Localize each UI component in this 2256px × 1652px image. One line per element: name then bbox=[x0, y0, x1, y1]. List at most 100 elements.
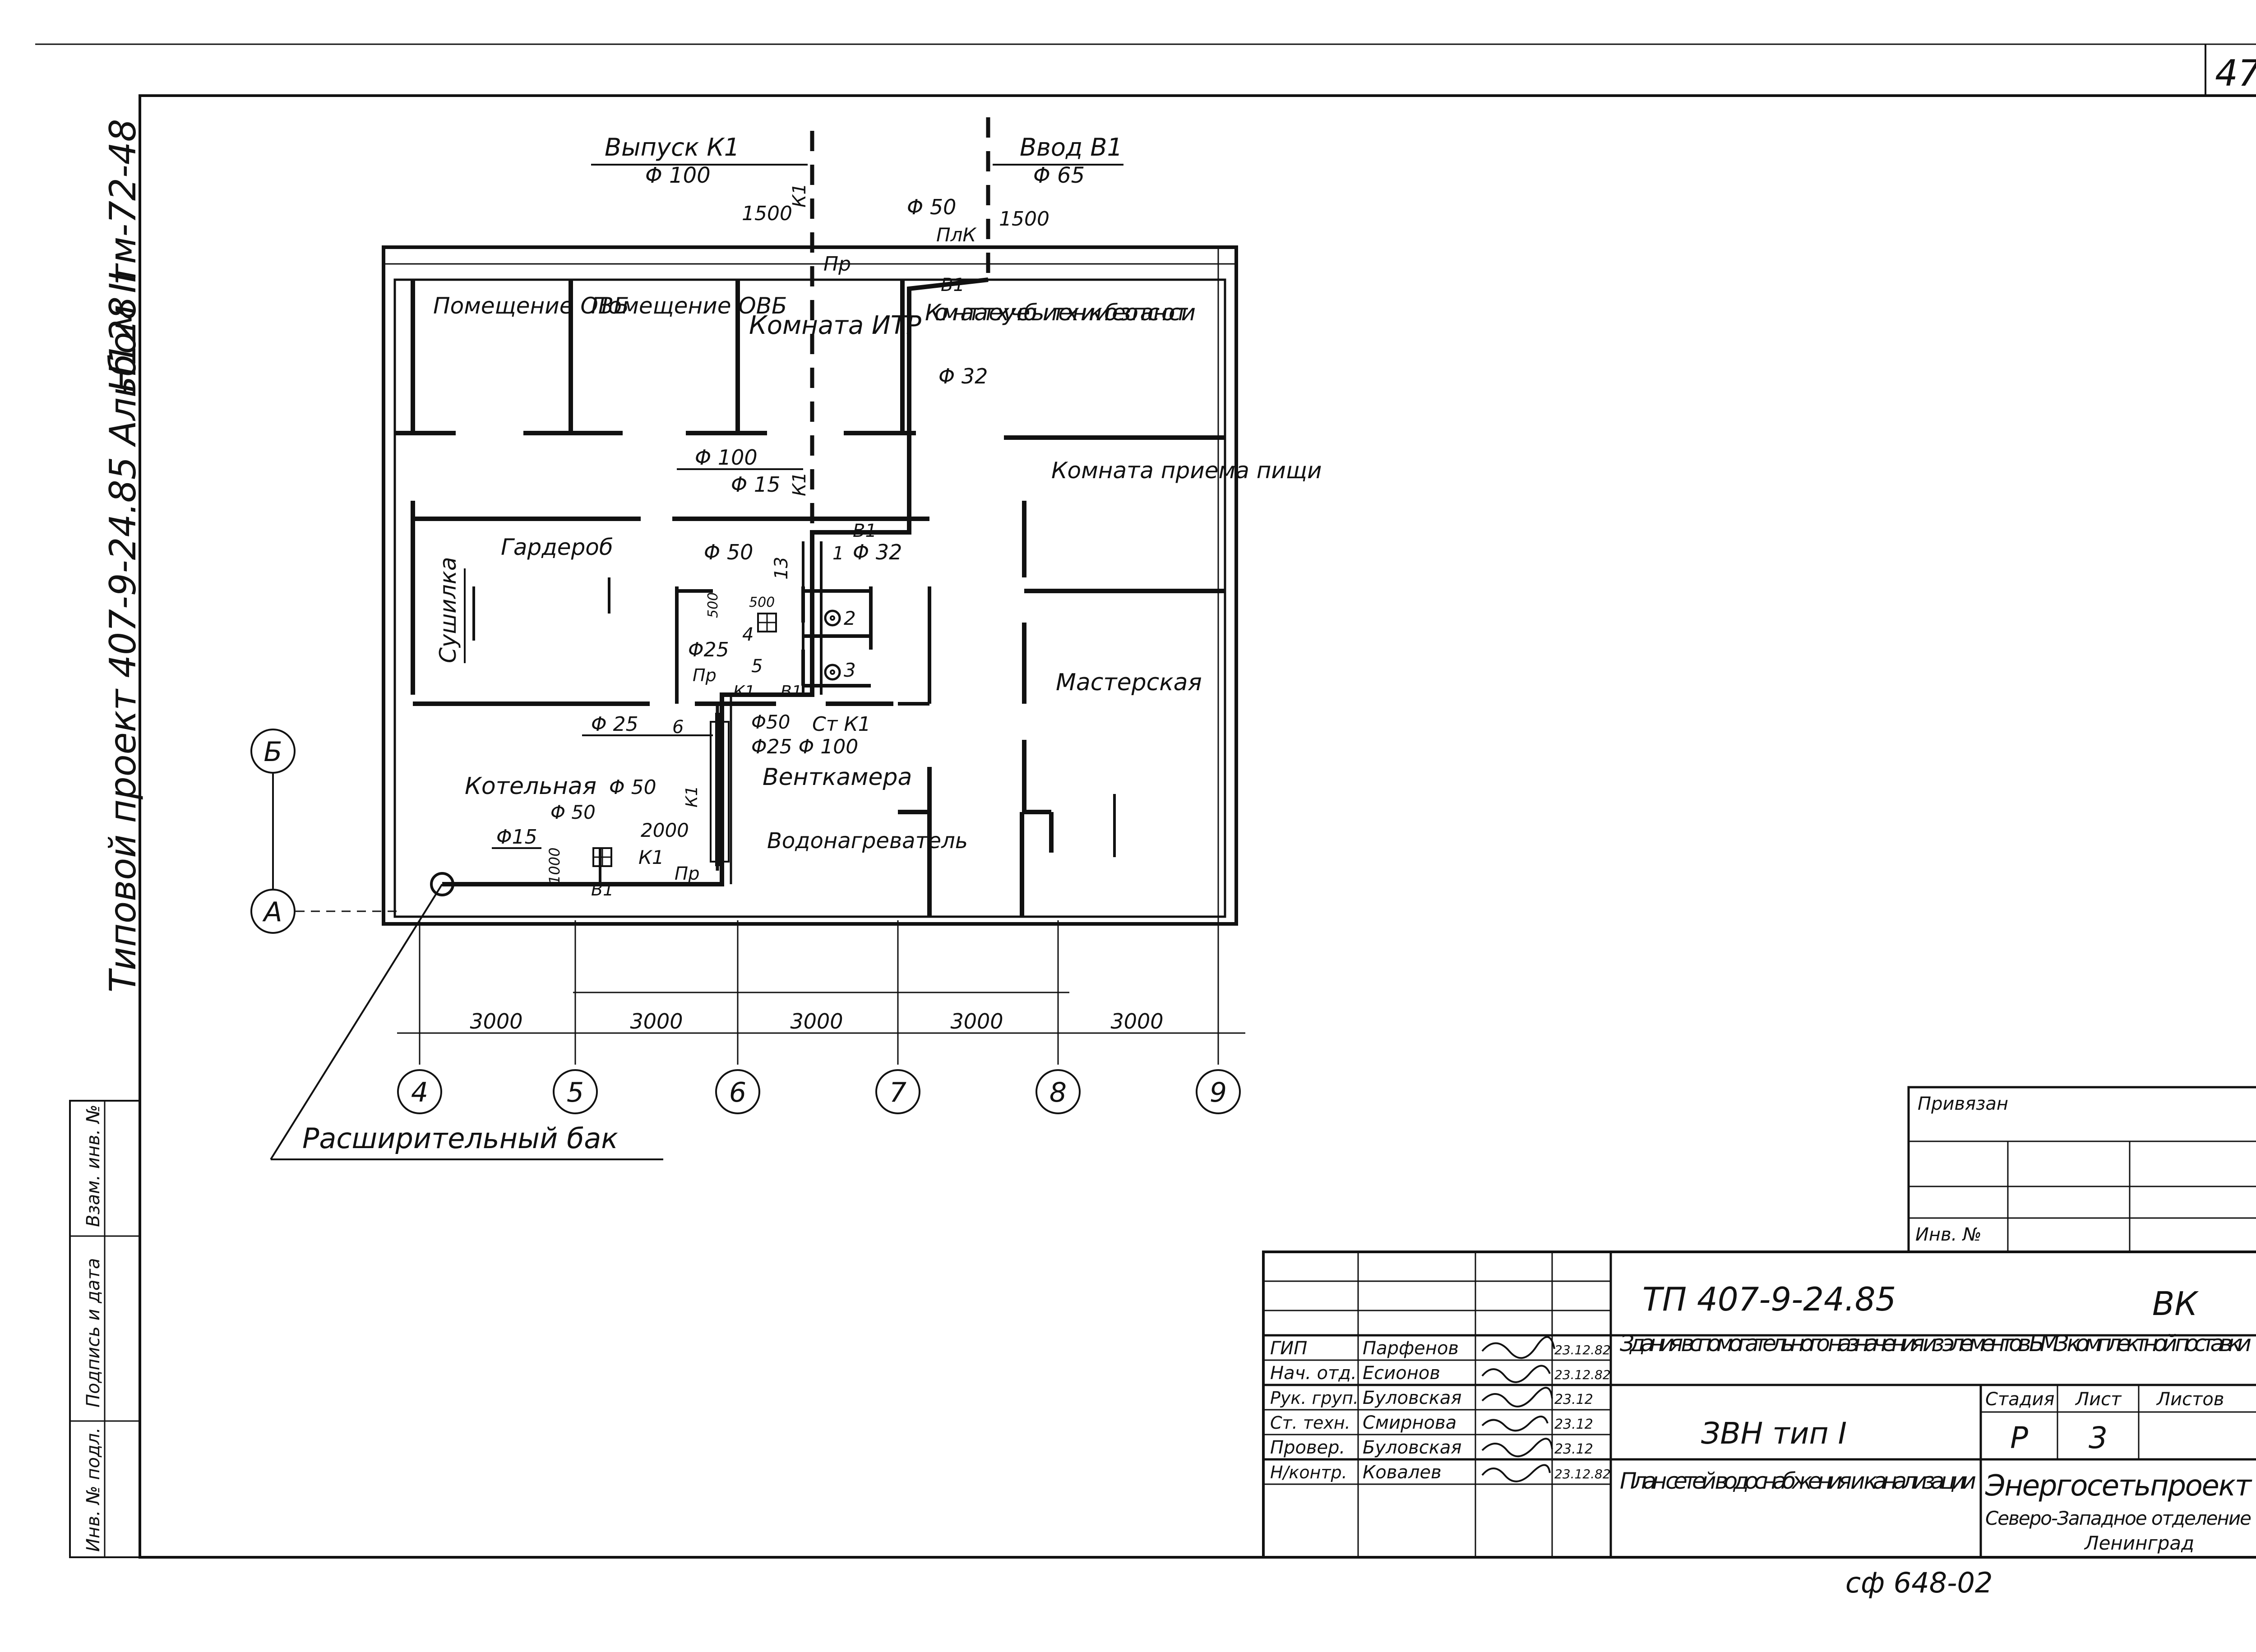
dim-span-5: 3000 bbox=[1110, 1009, 1163, 1034]
axis-bubble-a bbox=[250, 889, 296, 934]
tb-stage: Р bbox=[2010, 1421, 2028, 1455]
label-k1-mid: К1 bbox=[789, 472, 810, 496]
room-workshop: Мастерская bbox=[1056, 669, 1202, 696]
label-d50-core: Φ 50 bbox=[704, 540, 753, 564]
washbasin-2 bbox=[824, 609, 841, 627]
person-name: Парфенов bbox=[1363, 1338, 1459, 1359]
room-itr: Комната ИТР bbox=[749, 311, 921, 340]
person-name: Буловская bbox=[1363, 1437, 1461, 1458]
label-n5: 5 bbox=[751, 656, 763, 677]
label-n13: 13 bbox=[771, 557, 792, 580]
axis-label-4: 4 bbox=[411, 1077, 428, 1108]
person-role: ГИП bbox=[1270, 1338, 1307, 1359]
axis-label-7: 7 bbox=[889, 1077, 906, 1108]
tb-org-branch: Северо-Западное отделение bbox=[1985, 1507, 2251, 1529]
person-role: Н/контр. bbox=[1270, 1463, 1347, 1482]
label-st-k1: Ст К1 bbox=[812, 713, 871, 736]
axis-label-a: А bbox=[262, 896, 282, 928]
outlet-dia: Φ 100 bbox=[645, 163, 711, 188]
tb-stage-label: Стадия bbox=[1985, 1389, 2054, 1410]
label-pr-top: Пр bbox=[823, 253, 851, 276]
label-d50-top: Φ 50 bbox=[907, 195, 956, 219]
person-name: Ковалев bbox=[1363, 1462, 1442, 1483]
inlet-dia: Φ 65 bbox=[1033, 163, 1085, 188]
axis-bubble-6 bbox=[715, 1069, 760, 1114]
axis-grid bbox=[250, 729, 1245, 1114]
dim-span-3: 3000 bbox=[790, 1009, 843, 1034]
tb-drawing-title: План сетей водоснабжения и канализации bbox=[1620, 1468, 1976, 1494]
title-block-grid bbox=[1262, 1251, 2256, 1559]
stamp-signature-date: Подпись и дата bbox=[83, 1258, 104, 1407]
tb-sheets-label: Листов bbox=[2156, 1389, 2224, 1410]
tb-sheet: 3 bbox=[2089, 1421, 2108, 1455]
tb-mark: ВК bbox=[2152, 1285, 2199, 1323]
room-dryer: Сушилка bbox=[435, 557, 461, 663]
tb-object: ЗВН тип I bbox=[1701, 1416, 1847, 1451]
water-b1-main bbox=[442, 277, 989, 886]
label-pr-boiler: Пр bbox=[675, 863, 699, 884]
person-date: 23.12 bbox=[1554, 1441, 1593, 1457]
tb-code: ТП 407-9-24.85 bbox=[1642, 1280, 1896, 1318]
room-wardrobe: Гардероб bbox=[501, 534, 613, 560]
label-k1-top: К1 bbox=[789, 183, 810, 208]
dim-1500-sewer: 1500 bbox=[742, 202, 792, 225]
room-ovb-2: Помещение ОВБ bbox=[591, 293, 787, 319]
label-n2: 2 bbox=[844, 607, 856, 629]
personnel-table: ГИП Парфенов 23.12.82 Нач. отд. Есионов … bbox=[1270, 1338, 1611, 1483]
label-dim500-a: 500 bbox=[749, 595, 775, 610]
axis-bubble-7 bbox=[875, 1069, 920, 1114]
label-d15-mid: Φ 15 bbox=[731, 472, 780, 497]
axis-bubble-9 bbox=[1196, 1069, 1241, 1114]
axis-label-5: 5 bbox=[567, 1077, 584, 1108]
person-date: 23.12 bbox=[1554, 1417, 1593, 1432]
person-name: Есионов bbox=[1363, 1363, 1440, 1384]
room-ovb-1: Помещение ОВБ bbox=[433, 293, 629, 319]
label-k1-vert: К1 bbox=[683, 786, 701, 808]
dim-1500-water: 1500 bbox=[999, 208, 1049, 231]
side-stamp bbox=[69, 1100, 141, 1558]
dim-span-2: 3000 bbox=[630, 1009, 683, 1034]
expansion-tank-leader bbox=[270, 883, 663, 1160]
person-date: 23.12.82 bbox=[1554, 1343, 1611, 1357]
room-ventchamber: Венткамера bbox=[763, 764, 912, 791]
pipe-network bbox=[442, 117, 990, 886]
label-n3: 3 bbox=[844, 659, 856, 681]
label-d50-st: Φ50 bbox=[751, 711, 791, 733]
inlet-label: Ввод В1 bbox=[1020, 133, 1123, 162]
person-role: Рук. груп. bbox=[1270, 1388, 1359, 1408]
label-d15-boiler: Φ15 bbox=[496, 826, 537, 849]
person-role: Нач. отд. bbox=[1270, 1363, 1357, 1384]
label-plk: ПлК bbox=[936, 224, 977, 246]
label-n1: 1 bbox=[832, 543, 844, 564]
axis-bubble-4 bbox=[397, 1069, 442, 1114]
person-role: Ст. техн. bbox=[1270, 1413, 1350, 1433]
side-project-title: Типовой проект 407-9-24.85 Альбом II bbox=[102, 272, 144, 992]
water-heater bbox=[710, 721, 730, 863]
axis-bubble-8 bbox=[1036, 1069, 1081, 1114]
axis-label-6: 6 bbox=[729, 1077, 746, 1108]
bound-label: Привязан bbox=[1918, 1094, 2008, 1114]
person-date: 23.12.82 bbox=[1554, 1467, 1611, 1481]
bottom-code: сф 648-02 bbox=[1845, 1566, 1992, 1599]
label-d100-mid: Φ 100 bbox=[695, 445, 758, 470]
washbasin-3 bbox=[824, 664, 841, 681]
tb-sheet-label: Лист bbox=[2075, 1389, 2122, 1410]
sheet-frame bbox=[35, 43, 2256, 1559]
label-n6: 6 bbox=[672, 717, 684, 738]
person-name: Смирнова bbox=[1363, 1412, 1456, 1433]
room-water-heater: Водонагреватель bbox=[767, 828, 968, 854]
room-dining: Комната приема пищи bbox=[1051, 457, 1322, 484]
stamp-inv-no: Инв. № подл. bbox=[83, 1427, 104, 1552]
label-d25-left: Φ 25 bbox=[591, 713, 638, 736]
stamp-replacement-inv: Взам. инв. № bbox=[83, 1104, 104, 1227]
room-boiler: Котельная bbox=[465, 773, 596, 800]
label-n4: 4 bbox=[742, 624, 754, 645]
fixtures bbox=[430, 609, 841, 896]
label-d32-top: Φ 32 bbox=[938, 364, 988, 388]
axis-bubble-b bbox=[250, 729, 296, 774]
room-training: Комната техучебы и техники безопасности bbox=[925, 300, 1196, 326]
person-role: Провер. bbox=[1270, 1437, 1345, 1458]
person-date: 23.12 bbox=[1554, 1392, 1593, 1407]
dim-span-4: 3000 bbox=[950, 1009, 1003, 1034]
axis-label-b: Б bbox=[264, 736, 282, 768]
